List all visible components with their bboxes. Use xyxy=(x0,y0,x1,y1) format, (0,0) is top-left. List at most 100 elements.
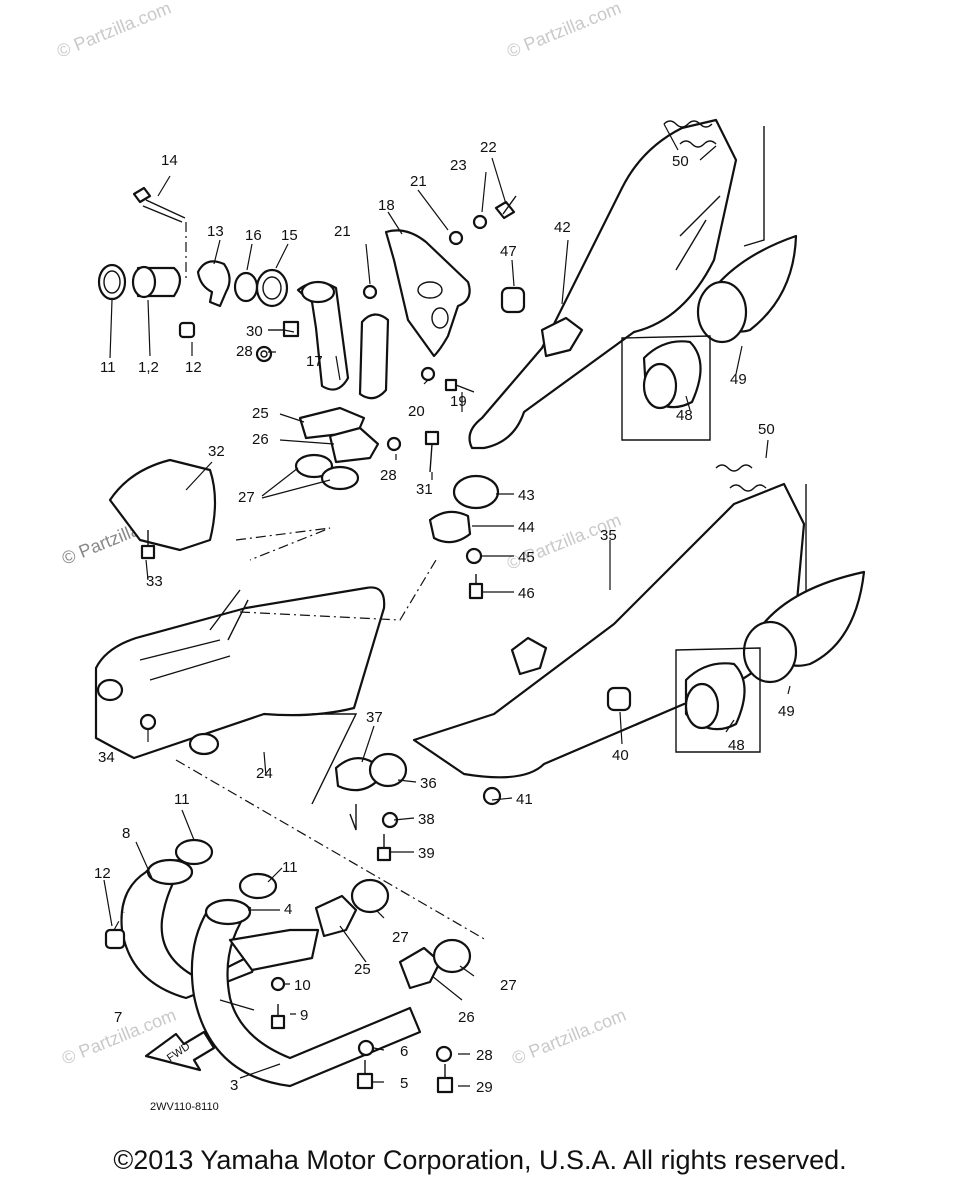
callout: 40 xyxy=(612,747,629,764)
guide-12 xyxy=(113,911,125,931)
callout: 1,2 xyxy=(138,359,159,376)
washer-23 xyxy=(472,214,488,230)
bolt-14 xyxy=(132,186,186,223)
clamp-25b xyxy=(314,894,358,938)
nut-12b xyxy=(104,928,126,950)
callout: 23 xyxy=(450,157,467,174)
callout: 38 xyxy=(418,811,435,828)
callout: 47 xyxy=(500,243,517,260)
clamp-44 xyxy=(428,510,472,544)
bolt-19 xyxy=(444,378,475,393)
callout: 14 xyxy=(161,152,178,169)
callout: 27 xyxy=(238,489,255,506)
callout: 8 xyxy=(122,825,130,842)
bolt-31 xyxy=(424,430,440,473)
callout: 15 xyxy=(281,227,298,244)
washer-20 xyxy=(420,366,436,382)
nut-12 xyxy=(178,321,196,339)
callout: 27 xyxy=(392,929,409,946)
callout: 6 xyxy=(400,1043,408,1060)
watermark: © Partzilla.com xyxy=(509,1005,629,1069)
ring-16 xyxy=(233,271,259,303)
bolt-46 xyxy=(468,574,484,600)
bolt-29 xyxy=(436,1064,454,1094)
nut-34 xyxy=(139,713,157,731)
copyright-notice: ©2013 Yamaha Motor Corporation, U.S.A. A… xyxy=(113,1145,847,1175)
baffle-48 xyxy=(642,340,702,410)
callout: 46 xyxy=(518,585,535,602)
assembly-bracket-lower xyxy=(675,647,761,753)
muffler-42 xyxy=(468,118,765,450)
callout-labels: 14 13 16 15 11 1,2 12 30 28 17 21 18 21 … xyxy=(94,139,795,1096)
callout: 26 xyxy=(252,431,269,448)
tail-cap-49b xyxy=(742,570,866,684)
watermark: © Partzilla.com xyxy=(504,0,624,62)
gasket-27c xyxy=(432,938,472,974)
spring-50b xyxy=(715,464,767,492)
joint-pipe-17 xyxy=(296,280,390,400)
tail-cap-49 xyxy=(696,234,798,344)
washer-28b xyxy=(386,436,402,452)
callout: 18 xyxy=(378,197,395,214)
clamp-13 xyxy=(196,260,231,308)
bolt-5 xyxy=(356,1060,374,1090)
callout: 21 xyxy=(334,223,351,240)
callout: 12 xyxy=(185,359,202,376)
callout: 35 xyxy=(600,527,617,544)
callout: 7 xyxy=(114,1009,122,1026)
callout: 49 xyxy=(730,371,747,388)
callout: 20 xyxy=(408,403,425,420)
diagram-code: 2WV110-8110 xyxy=(150,1101,219,1113)
bolt-22 xyxy=(494,195,517,220)
callout: 44 xyxy=(518,519,535,536)
baffle-48b xyxy=(684,662,746,731)
gasket-43 xyxy=(452,474,500,510)
gasket-11c xyxy=(238,872,278,900)
callout: 29 xyxy=(476,1079,493,1096)
callout: 32 xyxy=(208,443,225,460)
callout: 30 xyxy=(246,323,263,340)
gaskets-27 xyxy=(294,453,360,491)
callout: 28 xyxy=(476,1047,493,1064)
callout: 42 xyxy=(554,219,571,236)
callout: 25 xyxy=(252,405,269,422)
gasket-11b xyxy=(174,838,214,866)
callout: 16 xyxy=(245,227,262,244)
collector-24 xyxy=(94,586,386,760)
gasket-15 xyxy=(255,268,289,308)
guide-line-2 xyxy=(239,559,437,621)
gasket-11 xyxy=(97,263,127,301)
gasket-36 xyxy=(368,752,408,788)
callout: 17 xyxy=(306,353,323,370)
damper-47 xyxy=(500,286,526,314)
washer-28 xyxy=(255,345,273,363)
callout: 31 xyxy=(416,481,433,498)
gasket-27b xyxy=(350,878,390,914)
callout: 3 xyxy=(230,1077,238,1094)
watermark: © Partzilla.com xyxy=(54,0,174,62)
callout: 4 xyxy=(284,901,292,918)
callout: 27 xyxy=(500,977,517,994)
callout: 49 xyxy=(778,703,795,720)
callout: 36 xyxy=(420,775,437,792)
nut-6 xyxy=(357,1039,375,1057)
clamp-26b xyxy=(398,946,442,990)
callout: 25 xyxy=(354,961,371,978)
callout: 11 xyxy=(174,791,190,808)
guide-line xyxy=(235,527,331,561)
callout: 39 xyxy=(418,845,435,862)
bolt-33 xyxy=(140,530,156,560)
callout: 13 xyxy=(207,223,224,240)
spring-50 xyxy=(663,120,717,148)
washer-21b xyxy=(448,230,464,246)
callout: 26 xyxy=(458,1009,475,1026)
callout: 11 xyxy=(282,859,298,876)
exhaust-parts-diagram: © Partzilla.com © Partzilla.com © Partzi… xyxy=(54,0,866,1113)
callout: 48 xyxy=(728,737,745,754)
callout: 43 xyxy=(518,487,535,504)
fwd-arrow-icon: FWD xyxy=(144,1030,216,1072)
callout: 41 xyxy=(516,791,533,808)
callout: 12 xyxy=(94,865,111,882)
callout: 50 xyxy=(672,153,689,170)
callout: 45 xyxy=(518,549,535,566)
